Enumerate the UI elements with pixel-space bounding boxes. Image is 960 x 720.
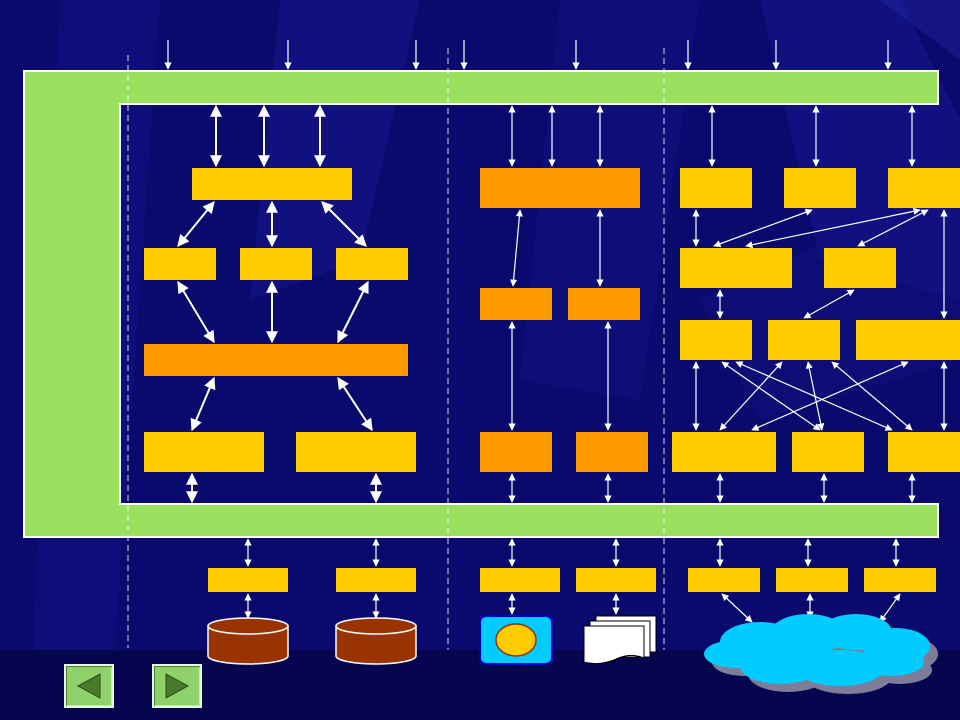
box-r2-b <box>824 248 896 288</box>
incoming-arrows <box>164 40 892 70</box>
box-r3-b <box>768 320 840 360</box>
column-1-boxes <box>144 168 416 472</box>
box-r3-a <box>680 320 752 360</box>
box-top <box>192 168 352 200</box>
box-r4-c <box>888 432 960 472</box>
interface-box <box>688 568 760 592</box>
interface-box <box>480 568 560 592</box>
connectors <box>177 104 382 504</box>
database-cylinder-icon <box>335 617 417 665</box>
box-bottom-left <box>144 432 264 472</box>
interface-box <box>776 568 848 592</box>
next-button[interactable] <box>152 664 202 708</box>
database-cylinder-icon <box>207 617 289 665</box>
media-disc-icon <box>479 615 553 665</box>
bottom-connectors <box>244 538 901 623</box>
box-top-orange <box>480 168 640 208</box>
box-r2-a <box>680 248 792 288</box>
previous-button[interactable] <box>64 664 114 708</box>
box-mid-left <box>144 248 216 280</box>
interface-box <box>576 568 656 592</box>
box-r1-a <box>680 168 752 208</box>
box-mid-center <box>240 248 312 280</box>
box-mid-left-orange <box>480 288 552 320</box>
box-r1-c <box>888 168 960 208</box>
column-2-boxes <box>480 168 648 472</box>
green-frame <box>23 70 939 538</box>
bottom-interface-boxes <box>208 568 936 592</box>
connectors-thin <box>508 105 948 503</box>
box-r4-b <box>792 432 864 472</box>
cloud-icon <box>704 614 938 694</box>
document-stack-icon <box>583 615 657 665</box>
interface-box <box>336 568 416 592</box>
box-bottom-right <box>296 432 416 472</box>
interface-box <box>208 568 288 592</box>
box-r4-a <box>672 432 776 472</box>
triangle-right-icon <box>165 673 190 699</box>
box-mid-right <box>336 248 408 280</box>
box-bottom-right-orange <box>576 432 648 472</box>
interface-box <box>864 568 936 592</box>
box-mid-right-orange <box>568 288 640 320</box>
column-3-boxes <box>672 168 960 472</box>
triangle-left-icon <box>76 673 101 699</box>
box-r1-b <box>784 168 856 208</box>
box-r3-c <box>856 320 960 360</box>
column-separators <box>127 48 665 650</box>
box-bottom-left-orange <box>480 432 552 472</box>
box-wide-orange <box>144 344 408 376</box>
